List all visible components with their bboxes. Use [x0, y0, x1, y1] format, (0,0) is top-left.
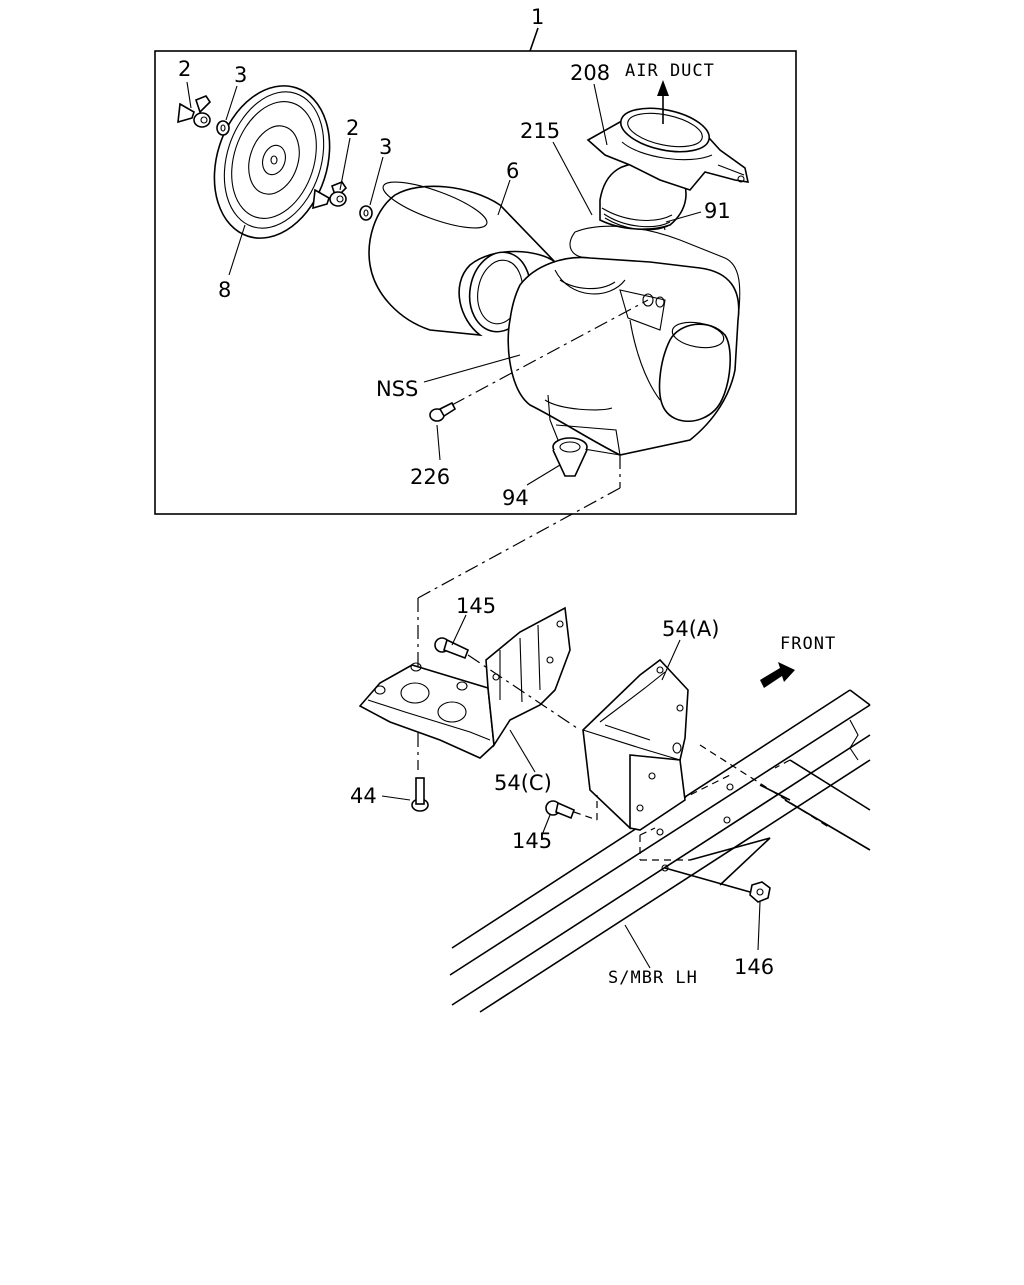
label-8: 8	[218, 278, 231, 302]
bolt-145-top	[434, 637, 470, 660]
label-215: 215	[520, 119, 560, 143]
duct-part	[586, 107, 750, 191]
cover-part	[213, 85, 331, 239]
label-2b: 2	[346, 116, 359, 140]
label-94: 94	[502, 486, 529, 510]
label-145-top: 145	[456, 594, 496, 618]
label-91: 91	[704, 199, 731, 223]
label-145-bottom: 145	[512, 829, 552, 853]
wing-nut-b	[312, 181, 348, 210]
label-side-member: S/MBR LH	[608, 968, 698, 988]
air-cleaner-body	[507, 204, 741, 456]
front-arrow	[760, 662, 795, 688]
label-208: 208	[570, 61, 610, 85]
assembly-frame	[154, 50, 797, 515]
label-54a: 54(A)	[662, 617, 719, 641]
bracket-54a	[582, 658, 689, 831]
bolt-44	[411, 777, 429, 812]
label-2a: 2	[178, 57, 191, 81]
label-nss: NSS	[376, 377, 418, 401]
bolt-145-bottom	[545, 800, 576, 820]
label-226: 226	[410, 465, 450, 489]
bracket-54c	[358, 606, 571, 759]
label-54c: 54(C)	[494, 771, 552, 795]
wing-nut-a	[177, 95, 212, 128]
label-1: 1	[531, 5, 544, 29]
label-3a: 3	[234, 63, 247, 87]
bolt-226	[429, 401, 457, 422]
air-duct-arrow	[657, 80, 669, 96]
label-front: FRONT	[780, 634, 836, 654]
label-3b: 3	[379, 135, 392, 159]
nut-146	[749, 881, 771, 903]
label-air-duct: AIR DUCT	[625, 61, 715, 81]
side-member-frame	[449, 689, 871, 1013]
washer-b	[359, 205, 373, 221]
label-6: 6	[506, 159, 519, 183]
valve-94	[552, 437, 588, 477]
label-146: 146	[734, 955, 774, 979]
label-44: 44	[350, 784, 377, 808]
washer-a	[216, 120, 230, 136]
